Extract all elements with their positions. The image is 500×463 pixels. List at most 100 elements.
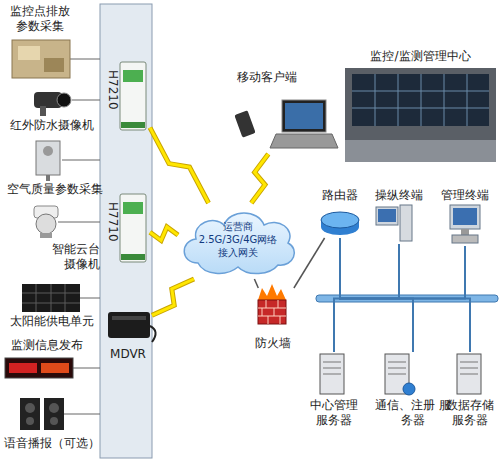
- camera-lens: [57, 93, 71, 107]
- server-slots: [323, 362, 341, 374]
- bolt-core: [251, 154, 268, 203]
- modem-node: H7710: [104, 190, 150, 270]
- router-icon: [321, 212, 359, 228]
- client-node: 移动客户端: [232, 70, 334, 154]
- node-label: 通信、注册 服务器: [372, 398, 454, 428]
- terminal-monitor: [450, 205, 480, 229]
- wireless-link: [150, 227, 178, 241]
- terminal-screen: [378, 209, 396, 222]
- ptz-dome: [36, 214, 56, 234]
- solar-grid: [22, 284, 80, 312]
- cable-line: [294, 238, 325, 288]
- firewall-bricks: [258, 300, 286, 324]
- server-node: 数据存储 服务器: [440, 352, 500, 428]
- server-slots: [460, 362, 478, 374]
- wireless-link: [150, 128, 209, 203]
- modem-terminal: [121, 122, 145, 128]
- air-sensor-body: [36, 141, 60, 175]
- terminal-tower: [400, 205, 412, 241]
- firewall-node: 防火墙: [250, 288, 296, 356]
- terminal-node: 操纵终端: [370, 188, 428, 244]
- server-tower: [457, 354, 481, 394]
- cable-line: [340, 238, 399, 299]
- firewall-wall: [258, 300, 286, 324]
- firewall-flame: [258, 284, 286, 300]
- node-label: 太阳能供电单元: [2, 314, 102, 329]
- network-cable: [340, 238, 413, 352]
- speaker-cone: [25, 403, 35, 413]
- air-sensor-vent: [43, 146, 53, 156]
- network-cable: [340, 238, 465, 299]
- speaker-cone: [50, 417, 58, 425]
- node-label: 监控/监测管理中心: [343, 49, 498, 64]
- air-sensor-pole: [46, 175, 50, 181]
- node-label: H7210: [105, 70, 120, 110]
- node-label: 监测信息发布: [2, 338, 92, 353]
- node-label: 中心管理 服务器: [304, 398, 364, 428]
- bolt-outline: [150, 227, 178, 241]
- speaker-box: [20, 398, 40, 430]
- cable-line: [254, 279, 258, 288]
- node-label: MDVR: [104, 347, 152, 362]
- cable-line: [340, 238, 465, 299]
- node-label: 数据存储 服务器: [440, 398, 500, 428]
- device-band: [100, 4, 152, 458]
- network-cable: [340, 238, 399, 299]
- sensor-node: 监控点排放 参数采集: [2, 2, 84, 82]
- led-sign: [5, 358, 73, 378]
- phone: [234, 110, 255, 137]
- node-label: 语音播报（可选）: [2, 436, 102, 451]
- modem-body: [120, 194, 146, 262]
- globe-icon: [403, 383, 415, 395]
- ptz-base: [40, 233, 52, 238]
- node-label: 空气质量参数采集: [2, 182, 107, 197]
- bolt-outline: [152, 279, 194, 315]
- laptop-base: [270, 134, 338, 148]
- video-wall: [352, 74, 489, 126]
- network-cable: [294, 238, 325, 288]
- bolt-core: [150, 227, 178, 241]
- sensor-photo-detail: [18, 46, 40, 60]
- node-label: 红外防水摄像机: [2, 118, 102, 133]
- server-slots: [388, 362, 406, 374]
- speaker-box: [44, 398, 64, 430]
- terminal-base: [452, 235, 478, 243]
- bolt-core: [150, 128, 209, 203]
- node-label: 运营商 2.5G/3G/4G网络 接入网关: [193, 220, 283, 259]
- display-node: 监测信息发布: [2, 338, 102, 382]
- server-node: 通信、注册 服务器: [372, 352, 454, 428]
- node-label: 管理终端: [434, 188, 496, 203]
- modem-body: [120, 62, 146, 130]
- node-label: H7710: [105, 202, 120, 242]
- mdvr-body: [108, 312, 150, 338]
- sensor-node: 空气质量参数采集: [2, 137, 107, 199]
- bolt-core: [152, 279, 194, 315]
- center-node: 监控/监测管理中心: [343, 47, 498, 163]
- node-label: 移动客户端: [232, 70, 302, 85]
- led-glow: [9, 363, 37, 373]
- laptop-display: [285, 103, 323, 129]
- camera-node: 红外防水摄像机: [2, 84, 102, 134]
- network-cable: [340, 238, 470, 352]
- speaker-cone: [49, 403, 59, 413]
- speaker-node: 语音播报（可选）: [2, 394, 102, 458]
- cloud-shape: [184, 213, 294, 274]
- modem-label: [123, 70, 143, 82]
- wireless-link: [251, 154, 268, 203]
- node-label: 监控点排放 参数采集: [8, 4, 72, 34]
- camera-node: 智能云台 摄像机: [2, 202, 102, 274]
- cable-line: [340, 238, 413, 352]
- terminal-screen: [453, 208, 477, 225]
- node-label: 操纵终端: [370, 188, 428, 203]
- laptop-screen: [282, 100, 326, 132]
- network-cable: [254, 279, 258, 288]
- network-cloud: 运营商 2.5G/3G/4G网络 接入网关: [178, 203, 298, 279]
- sensor-photo-detail: [44, 58, 64, 72]
- control-room: [345, 68, 496, 162]
- recorder-node: MDVR: [104, 305, 152, 367]
- control-desk: [345, 140, 496, 162]
- speaker-cone: [26, 417, 34, 425]
- node-label: 防火墙: [250, 336, 296, 351]
- cable-line: [340, 238, 470, 352]
